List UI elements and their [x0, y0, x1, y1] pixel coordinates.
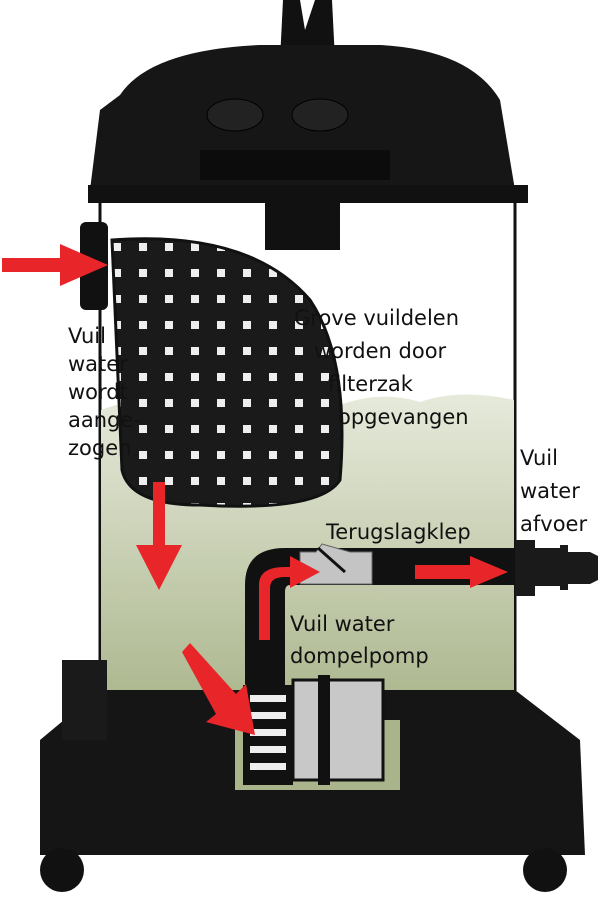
arrow-pump-in — [182, 643, 255, 735]
wheel-left — [40, 848, 84, 892]
label-check-valve: Terugslagklep — [326, 520, 471, 544]
submersible-pump — [243, 675, 385, 785]
motor-head — [80, 0, 528, 310]
arrow-up-pipe — [259, 556, 320, 640]
label-line: water — [520, 479, 580, 503]
label-pump: Vuil water dompelpomp — [290, 608, 429, 672]
wheel-right — [523, 848, 567, 892]
label-line: wordt — [68, 380, 128, 404]
outlet-connector — [515, 540, 598, 596]
discharge-pipe — [245, 540, 598, 690]
label-line: afvoer — [520, 512, 588, 536]
label-outlet: Vuil water afvoer — [520, 442, 587, 541]
label-line: opgevangen — [338, 405, 469, 429]
label-line: aange- — [68, 408, 141, 432]
label-line: worden door — [314, 339, 447, 363]
label-line: water — [68, 352, 128, 376]
label-line: Grove vuildelen — [294, 306, 460, 330]
label-line: filterzak — [328, 372, 413, 396]
arrow-down — [136, 482, 182, 590]
label-line: Vuil water — [290, 612, 395, 636]
label-line: Vuil — [520, 446, 558, 470]
label-coarse-dirt: Grove vuildelen worden door filterzak op… — [294, 302, 469, 434]
label-line: dompelpomp — [290, 644, 429, 668]
filter-bag — [110, 237, 344, 508]
label-line: zogen — [68, 436, 132, 460]
arrow-intake — [2, 244, 108, 286]
arrow-outlet — [415, 556, 508, 588]
label-intake: Vuil water wordt aange- zogen — [68, 322, 141, 462]
label-line: Vuil — [68, 324, 106, 348]
